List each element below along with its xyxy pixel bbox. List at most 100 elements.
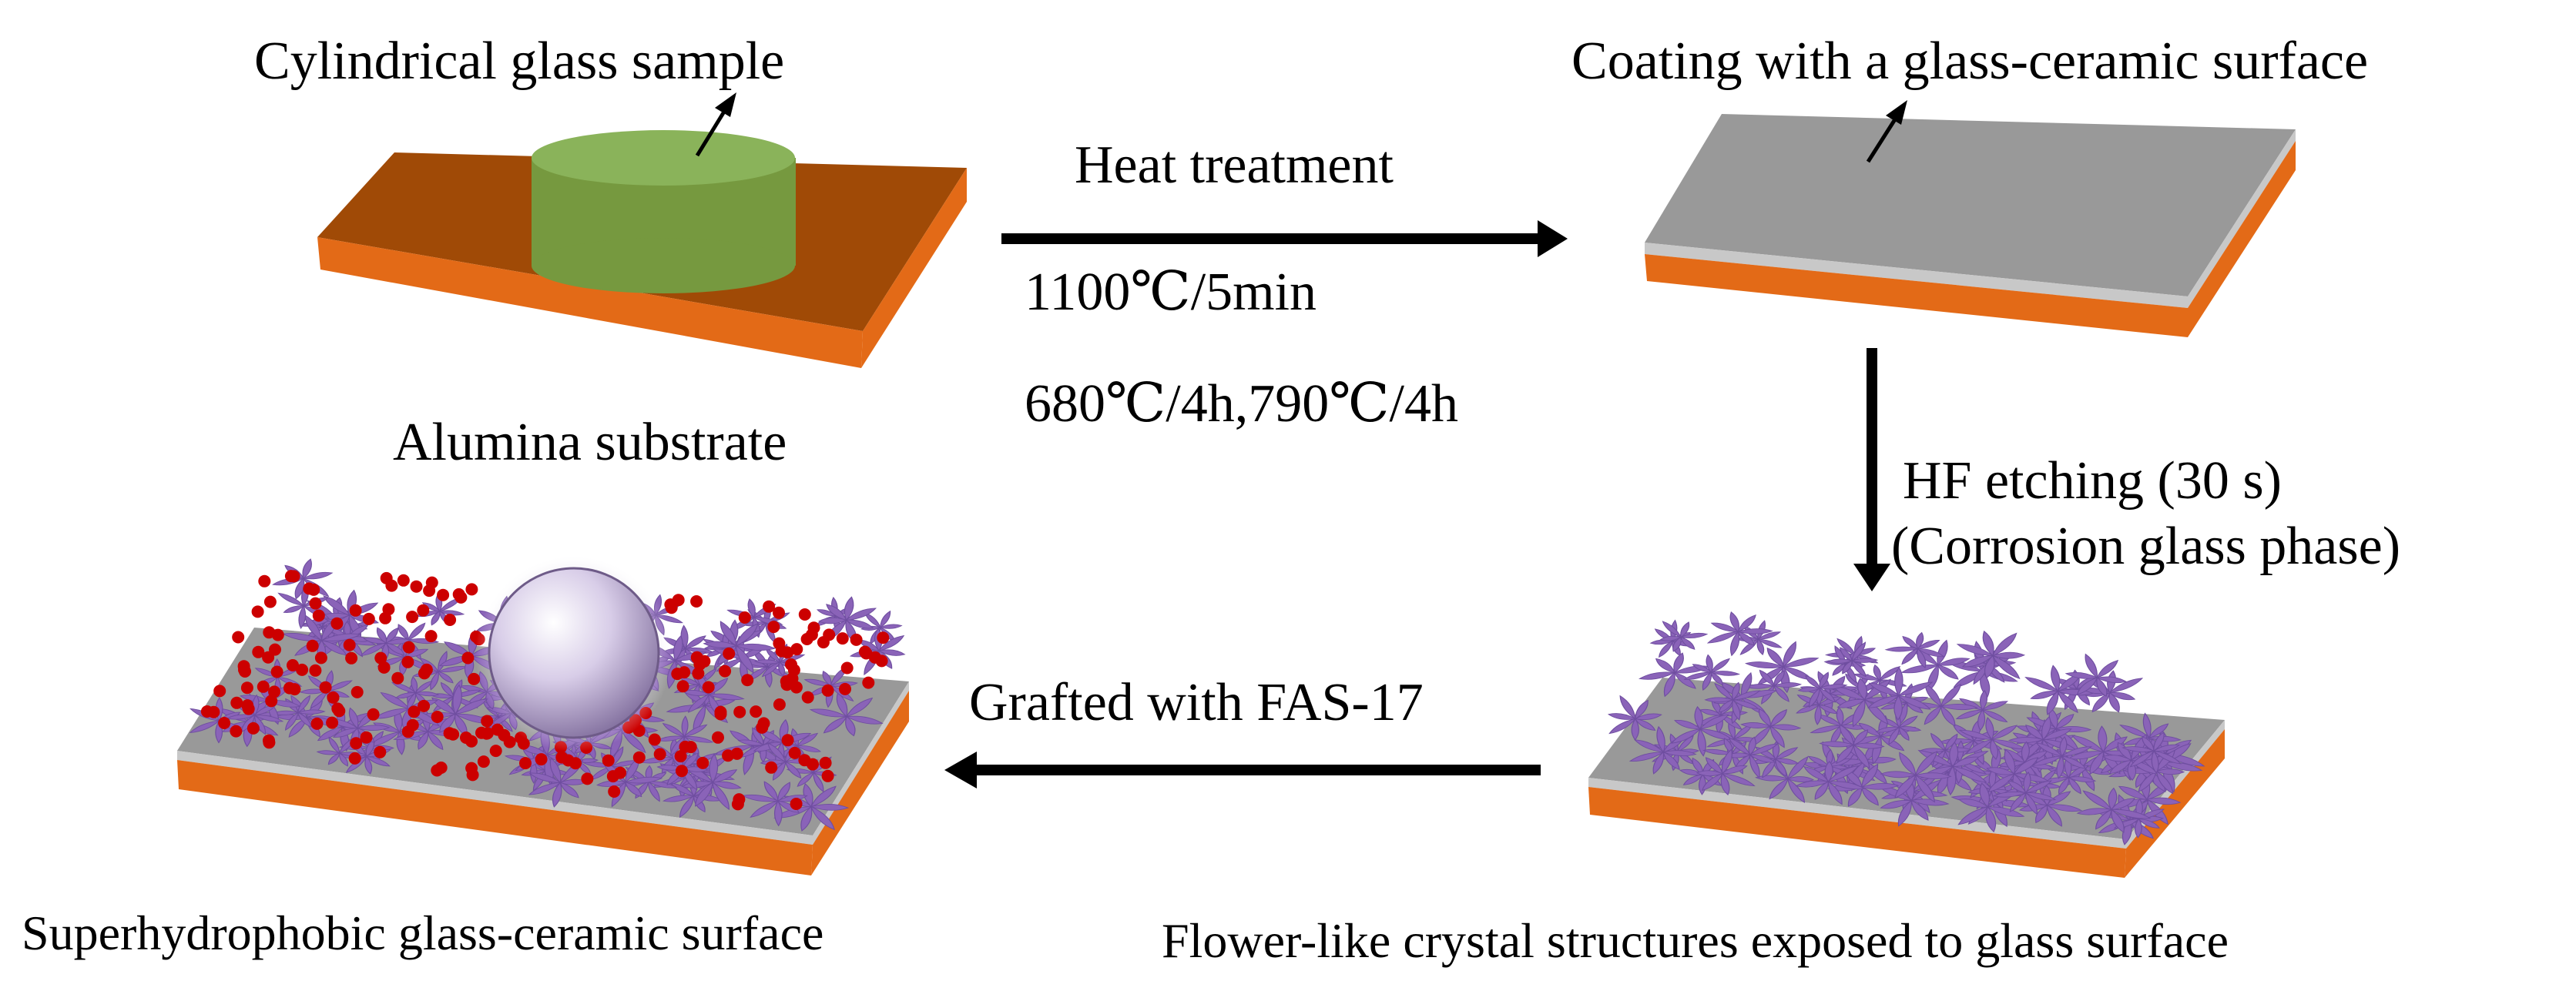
fas-17-dot — [517, 737, 530, 750]
label-hf-etching: HF etching (30 s) — [1903, 451, 2282, 511]
coating-front-edge — [177, 751, 813, 845]
label-heat-treatment: Heat treatment — [1075, 136, 1394, 195]
fas-17-dot — [397, 574, 410, 587]
fas-17-dot — [232, 631, 245, 644]
fas-17-dot — [773, 606, 785, 619]
fas-17-dot — [379, 611, 392, 624]
fas-17-dot — [503, 735, 516, 748]
fas-17-dot — [443, 727, 456, 740]
fas-17-dot — [750, 705, 763, 718]
fas-17-dot — [348, 752, 361, 765]
crystal-cluster — [1607, 611, 2205, 845]
fas-17-dot — [679, 740, 692, 753]
crystal-flower — [1867, 666, 1934, 721]
fas-17-dot — [690, 595, 703, 608]
fas-17-dot — [696, 756, 709, 769]
fas-17-dot — [823, 628, 836, 641]
fas-17-dot — [468, 672, 481, 685]
fas-17-dot — [465, 762, 478, 775]
fas-17-dot — [765, 761, 778, 774]
coating-front-edge — [1645, 243, 2188, 308]
crystal-flower — [1607, 695, 1662, 741]
panel-superhydrophobic — [177, 554, 909, 875]
fas-17-dot — [606, 770, 619, 783]
fas-17-dot — [296, 663, 309, 676]
fas-17-dot — [263, 595, 277, 608]
crystal-flower — [1956, 630, 2026, 680]
fas-17-dot — [343, 638, 356, 651]
crystal-flower — [741, 781, 808, 827]
fas-17-dot — [780, 678, 793, 691]
coating-right-edge — [2188, 129, 2296, 308]
fas-17-dot — [367, 708, 380, 721]
crystal-flower — [1628, 725, 1697, 775]
arrow-grafted — [944, 752, 1541, 788]
fas-17-dot — [648, 733, 661, 746]
crystal-flower — [1797, 671, 1848, 708]
fas-17-dot — [247, 721, 260, 735]
crystal-flower — [1958, 717, 2026, 760]
pointer-head-coating — [1886, 100, 1907, 125]
fas-17-dot — [303, 582, 316, 595]
fas-17-dot — [326, 716, 339, 729]
fas-17-dot — [213, 685, 226, 698]
fas-17-dot — [535, 753, 548, 766]
arrow-head — [1853, 564, 1890, 591]
fas-17-dot — [676, 765, 688, 778]
crystal-flower — [2068, 725, 2140, 775]
fas-17-dot — [424, 630, 438, 643]
fas-17-dot — [653, 748, 666, 761]
crystal-flower — [528, 757, 589, 808]
crystal-flower — [1696, 748, 1756, 795]
fas-17-dot — [257, 680, 270, 693]
fas-17-dot — [719, 665, 732, 678]
crystal-flower — [1744, 669, 1803, 705]
fas-17-dot — [602, 754, 615, 767]
fas-17-dot — [230, 696, 243, 709]
fas-17-dot — [306, 639, 319, 652]
fas-17-dot — [608, 785, 621, 798]
fas-17-dot — [401, 725, 414, 738]
crystal-flower — [1880, 751, 1952, 803]
fas-17-dot — [349, 604, 362, 617]
alumina-right — [2188, 141, 2296, 337]
panel-coated-substrate — [1645, 100, 2296, 337]
fas-17-dot — [672, 594, 685, 607]
arrow-head — [944, 752, 977, 788]
crystal-flower — [1683, 654, 1740, 691]
fas-17-dot — [798, 608, 811, 621]
fas-17-dot — [330, 617, 344, 630]
label-superhydrophobic-surface: Superhydrophobic glass-ceramic surface — [22, 906, 824, 960]
alumina-substrate-front — [317, 237, 863, 368]
crystal-flower — [1902, 683, 1978, 727]
fas-17-dot — [287, 659, 299, 671]
fas-17-dot — [480, 727, 493, 740]
fas-17-dot — [444, 614, 457, 626]
crystal-flower — [1819, 724, 1885, 769]
fas-17-dot — [860, 647, 873, 660]
crystal-flower — [391, 676, 440, 710]
fas-17-dot — [240, 681, 253, 695]
fas-17-dot — [491, 723, 504, 736]
glass-cylinder-top — [532, 130, 795, 186]
crystal-flower — [1795, 760, 1866, 805]
fas-17-dot — [406, 611, 419, 624]
fas-17-dot — [351, 685, 364, 698]
fas-17-dot — [702, 681, 715, 694]
fas-17-dot — [763, 600, 776, 613]
fas-17-dot — [676, 680, 689, 693]
fas-17-dot — [252, 645, 265, 658]
fas-17-dot — [674, 750, 687, 763]
label-flower-like-crystals: Flower-like crystal structures exposed t… — [1162, 913, 2229, 968]
fas-17-dot — [819, 756, 832, 769]
crystal-flower — [1826, 641, 1879, 678]
coating-right-edge — [813, 681, 909, 845]
fas-17-dot — [431, 764, 444, 777]
fas-17-dot — [454, 591, 468, 604]
crystal-flower — [773, 783, 850, 832]
alumina-substrate-side — [861, 168, 967, 368]
fas-17-dot — [767, 621, 780, 634]
fas-17-dot — [693, 658, 706, 671]
fas-17-dot — [477, 755, 490, 768]
